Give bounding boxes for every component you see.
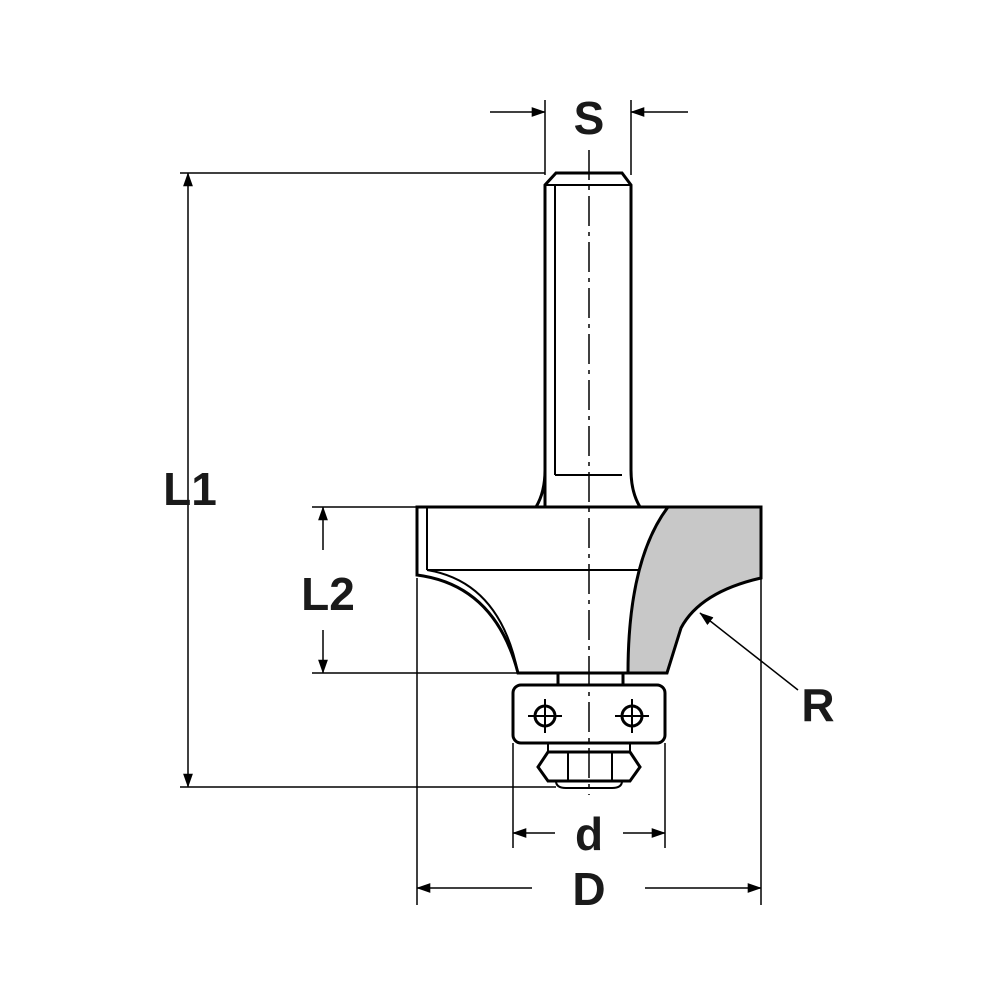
label-r: R <box>801 679 834 731</box>
dimension-lines <box>183 107 799 893</box>
extension-lines <box>180 100 762 905</box>
cutter-head <box>415 505 763 675</box>
dim-r-leader <box>699 612 799 691</box>
shank <box>534 171 642 508</box>
label-l2: L2 <box>301 568 355 620</box>
label-l1: L1 <box>163 463 217 515</box>
carbide-cutting-edge <box>626 505 763 675</box>
label-d-cutter: D <box>572 863 605 915</box>
label-s: S <box>574 92 605 144</box>
label-d-bearing: d <box>575 808 603 860</box>
